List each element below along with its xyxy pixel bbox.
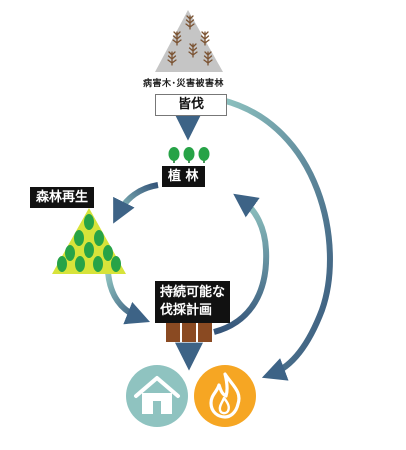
fire-icon — [194, 365, 256, 427]
arrow-clearcut-to-energy — [221, 97, 333, 381]
arrow-plan-to-planting — [213, 193, 270, 335]
forest-regeneration-label: 森林再生 — [30, 187, 95, 208]
forest-icon — [52, 208, 126, 274]
seedlings-icon — [168, 147, 210, 163]
planting-label: 植 林 — [162, 166, 205, 187]
sustainable-harvest-plan-label: 持続可能な 伐採計画 — [155, 281, 231, 323]
sustainable-line-2: 伐採計画 — [160, 303, 213, 318]
clear-cut-label: 皆伐 — [155, 94, 228, 116]
arrow-planting-to-regeneration — [113, 182, 159, 224]
mountain-with-dead-trees-icon — [155, 10, 223, 72]
arrow-regeneration-to-plan — [105, 271, 151, 325]
damaged-forest-label: 病害木･災害被害林 — [143, 79, 225, 89]
sustainable-line-1: 持続可能な — [160, 285, 226, 300]
house-icon — [126, 365, 188, 427]
